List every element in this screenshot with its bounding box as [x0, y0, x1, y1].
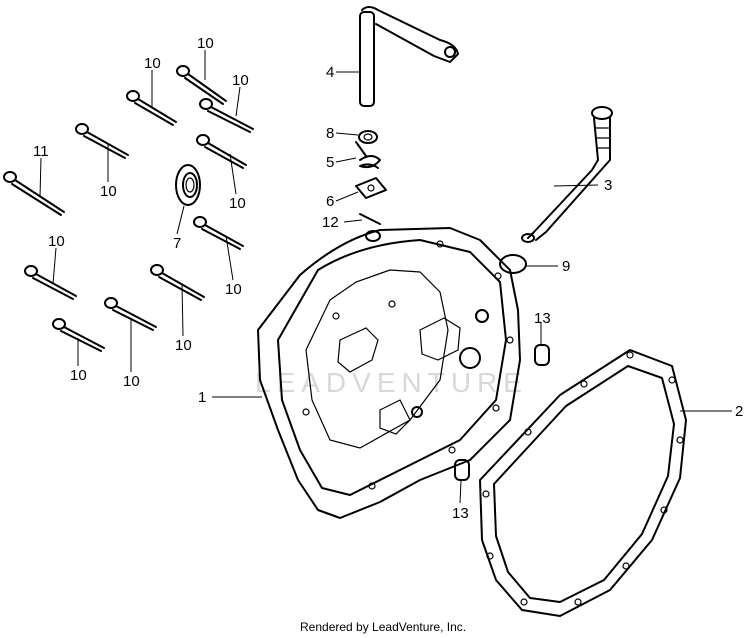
- callout-10-d: 10: [100, 183, 117, 200]
- watermark-text: LEADVENTURE: [255, 367, 528, 398]
- bolt-10-d: [75, 123, 129, 159]
- dowel-13-upper: [534, 344, 550, 366]
- callout-10-a: 10: [197, 35, 214, 52]
- bolt-10-g: [24, 265, 77, 300]
- bolt-10-c: [199, 98, 254, 133]
- dowel-13-lower: [454, 459, 470, 481]
- leader-lines: [39, 50, 732, 504]
- gasket-2: [479, 349, 687, 617]
- bolt-10-b: [126, 90, 177, 126]
- callout-9: 9: [562, 258, 570, 275]
- callout-7: 7: [173, 235, 181, 252]
- bolt-10-f: [193, 216, 244, 250]
- bolt-10-a: [176, 65, 227, 105]
- callout-1: 1: [198, 389, 206, 406]
- callout-10-h: 10: [175, 337, 192, 354]
- callout-10-j: 10: [70, 367, 87, 384]
- oil-dipstick-3: [521, 106, 613, 243]
- arm-6: [355, 177, 387, 199]
- callout-12: 12: [322, 214, 339, 231]
- callout-6: 6: [326, 193, 334, 210]
- callout-13-upper: 13: [534, 310, 551, 327]
- callout-10-b: 10: [144, 55, 161, 72]
- shift-shaft-4: [359, 6, 459, 107]
- bolt-11: [3, 171, 65, 216]
- callout-10-f: 10: [48, 233, 65, 250]
- callout-10-c: 10: [232, 72, 249, 89]
- footer-credit: Rendered by LeadVenture, Inc.: [300, 620, 466, 634]
- bolt-10-i: [104, 297, 157, 331]
- callout-5: 5: [326, 154, 334, 171]
- bolt-10-j: [52, 318, 105, 352]
- callout-10-e: 10: [229, 195, 246, 212]
- callout-4: 4: [326, 64, 334, 81]
- crankcase-cover-1: [257, 227, 521, 519]
- callout-2: 2: [735, 403, 743, 420]
- bolt-10-h: [150, 264, 205, 301]
- oil-seal-7: [175, 164, 201, 206]
- o-ring-9: [499, 254, 527, 274]
- callout-13-lower: 13: [452, 505, 469, 522]
- callout-11: 11: [33, 143, 49, 160]
- pin-12: [359, 213, 381, 225]
- callout-10-g: 10: [225, 281, 242, 298]
- bolt-10-e: [196, 134, 247, 169]
- callout-10-i: 10: [123, 373, 140, 390]
- callout-3: 3: [604, 177, 612, 194]
- spring-5: [355, 141, 381, 169]
- callout-8: 8: [326, 125, 334, 142]
- washer-8: [358, 130, 378, 144]
